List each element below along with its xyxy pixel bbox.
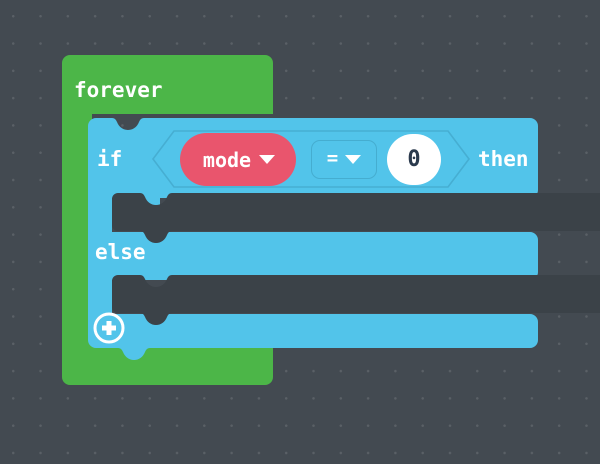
chevron-down-icon [345,155,362,164]
forever-block-spine [62,110,92,340]
number-input[interactable]: 0 [387,134,441,185]
then-label: then [478,147,529,171]
number-input-value: 0 [407,146,421,172]
forever-block-label: forever [74,78,163,102]
else-body-spine [88,272,112,320]
variable-mode-dropdown[interactable]: mode [180,133,296,186]
variable-mode-label: mode [202,147,252,172]
if-label: if [97,147,123,171]
plus-circle-icon[interactable] [93,312,125,344]
forever-block[interactable] [62,55,273,385]
operator-label: = [326,147,339,169]
forever-block-shape[interactable] [62,55,273,385]
chevron-down-icon [259,155,276,164]
else-row-shape[interactable] [88,232,538,280]
else-statement-socket[interactable] [112,275,600,325]
if-body-spine [88,190,112,240]
if-statement-socket[interactable] [112,193,600,243]
if-block-footer[interactable] [88,314,538,360]
else-label: else [95,240,146,264]
operator-dropdown[interactable]: = [311,140,377,179]
